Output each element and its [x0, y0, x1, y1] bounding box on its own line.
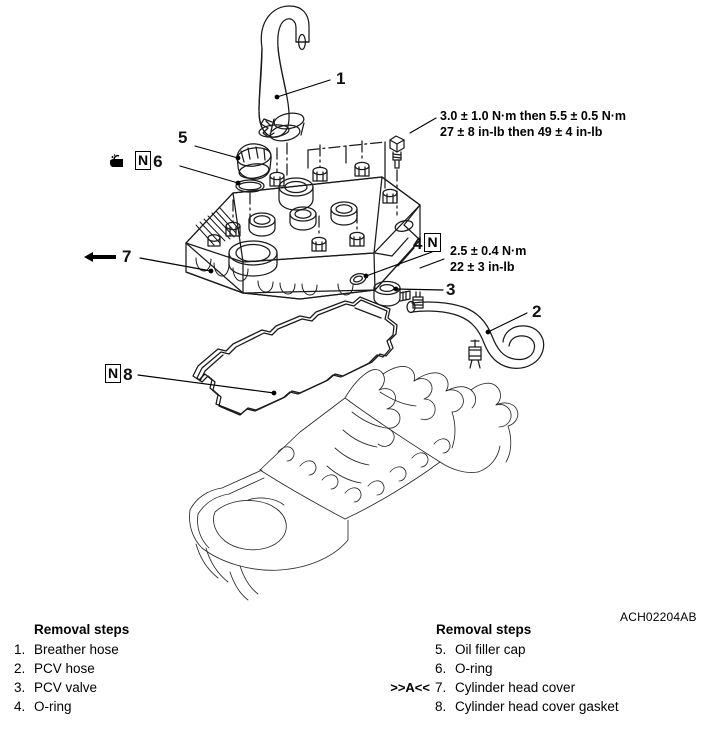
legend-item-text: Breather hose [34, 642, 119, 657]
oring-pcv-part [349, 273, 367, 285]
pcv-hose-part [406, 300, 545, 369]
solid-arrow-icon [84, 251, 116, 262]
torque-line-1: 2.5 ± 0.4 N·m [450, 244, 527, 258]
callout-4: 4 [413, 234, 423, 253]
cover-gasket-part [192, 296, 398, 416]
legend-item-mark: >>A<< [390, 680, 430, 695]
legend-item-text: O-ring [455, 661, 493, 676]
legend-item-text: Cylinder head cover [455, 680, 576, 695]
legend-item-text: O-ring [34, 699, 72, 714]
pcv-hose-clip [468, 339, 482, 369]
oil-filler-cap-part [236, 143, 272, 180]
callout-3: 3 [446, 280, 456, 299]
torque-line-2: 22 ± 3 in-lb [450, 260, 515, 274]
cover-bolt [389, 135, 405, 169]
legend-item-text: PCV valve [34, 680, 98, 695]
torque-line-1: 3.0 ± 1.0 N·m then 5.5 ± 0.5 N·m [440, 109, 627, 123]
legend-item: 3. PCV valve [14, 678, 314, 697]
breather-hose-part [258, 5, 310, 138]
legend-item-text: Cylinder head cover gasket [455, 699, 619, 714]
n-symbol-8: N [105, 364, 122, 383]
callout-8: 8 [123, 365, 133, 384]
torque-note-head-cover-bolts: 3.0 ± 1.0 N·m then 5.5 ± 0.5 N·m 27 ± 8 … [440, 108, 626, 140]
cylinder-head-cover-part [185, 161, 421, 300]
callout-6: 6 [153, 152, 163, 171]
legend-item-number: 3. [14, 680, 26, 695]
legend-item-text: PCV hose [34, 661, 95, 676]
n-symbol-4: N [424, 233, 441, 252]
legend-item-number: 8. [435, 699, 447, 714]
legend-item: 1. Breather hose [14, 640, 314, 659]
legend-title-left: Removal steps [34, 622, 130, 637]
legend-item-number: 6. [435, 661, 447, 676]
callout-1: 1 [336, 69, 346, 88]
hose-clamp-upper [260, 112, 305, 142]
legend-item: >>A<< 7. Cylinder head cover [360, 678, 690, 697]
legend-column-right: Removal steps 5. Oil filler cap 6. O-rin… [360, 622, 690, 716]
lubricate-symbol-group: N 6 [108, 151, 163, 171]
legend-list-left: 1. Breather hose 2. PCV hose 3. PCV valv… [14, 640, 314, 716]
oil-can-icon [110, 153, 123, 167]
legend-item-number: 1. [14, 642, 26, 657]
apply-sealant-symbol-group: 7 [84, 248, 131, 265]
legend-list-right: 5. Oil filler cap 6. O-ring >>A<< 7. Cyl… [360, 640, 690, 716]
callout-7: 7 [122, 247, 132, 266]
legend-item: 6. O-ring [360, 659, 690, 678]
leader-lines [137, 79, 528, 396]
torque-line-2: 27 ± 8 in-lb then 49 ± 4 in-lb [440, 125, 603, 139]
oring-filler-part [235, 179, 265, 193]
figure-part-code: ACH02204AB [620, 610, 697, 624]
gasket-symbol-group: N 8 [105, 364, 133, 384]
legend-item-text: Oil filler cap [455, 642, 526, 657]
legend: Removal steps 1. Breather hose 2. PCV ho… [0, 622, 702, 733]
legend-title-right: Removal steps [436, 622, 532, 637]
legend-item: 4. O-ring [14, 697, 314, 716]
legend-item-number: 4. [14, 699, 26, 714]
legend-item: 5. Oil filler cap [360, 640, 690, 659]
callout-2: 2 [532, 302, 542, 321]
legend-item-number: 7. [435, 680, 447, 695]
legend-item-number: 2. [14, 661, 26, 676]
pcv-hose-clamp-inner [412, 291, 424, 309]
callout-4-group: 4 N [413, 233, 441, 253]
legend-item-number: 5. [435, 642, 447, 657]
callout-5: 5 [178, 128, 188, 147]
torque-note-pcv-valve: 2.5 ± 0.4 N·m 22 ± 3 in-lb [450, 243, 526, 275]
legend-item: 2. PCV hose [14, 659, 314, 678]
n-symbol-6: N [135, 151, 152, 170]
legend-item: 8. Cylinder head cover gasket [360, 697, 690, 716]
engine-block-phantom [189, 365, 519, 601]
legend-column-left: Removal steps 1. Breather hose 2. PCV ho… [14, 622, 314, 716]
